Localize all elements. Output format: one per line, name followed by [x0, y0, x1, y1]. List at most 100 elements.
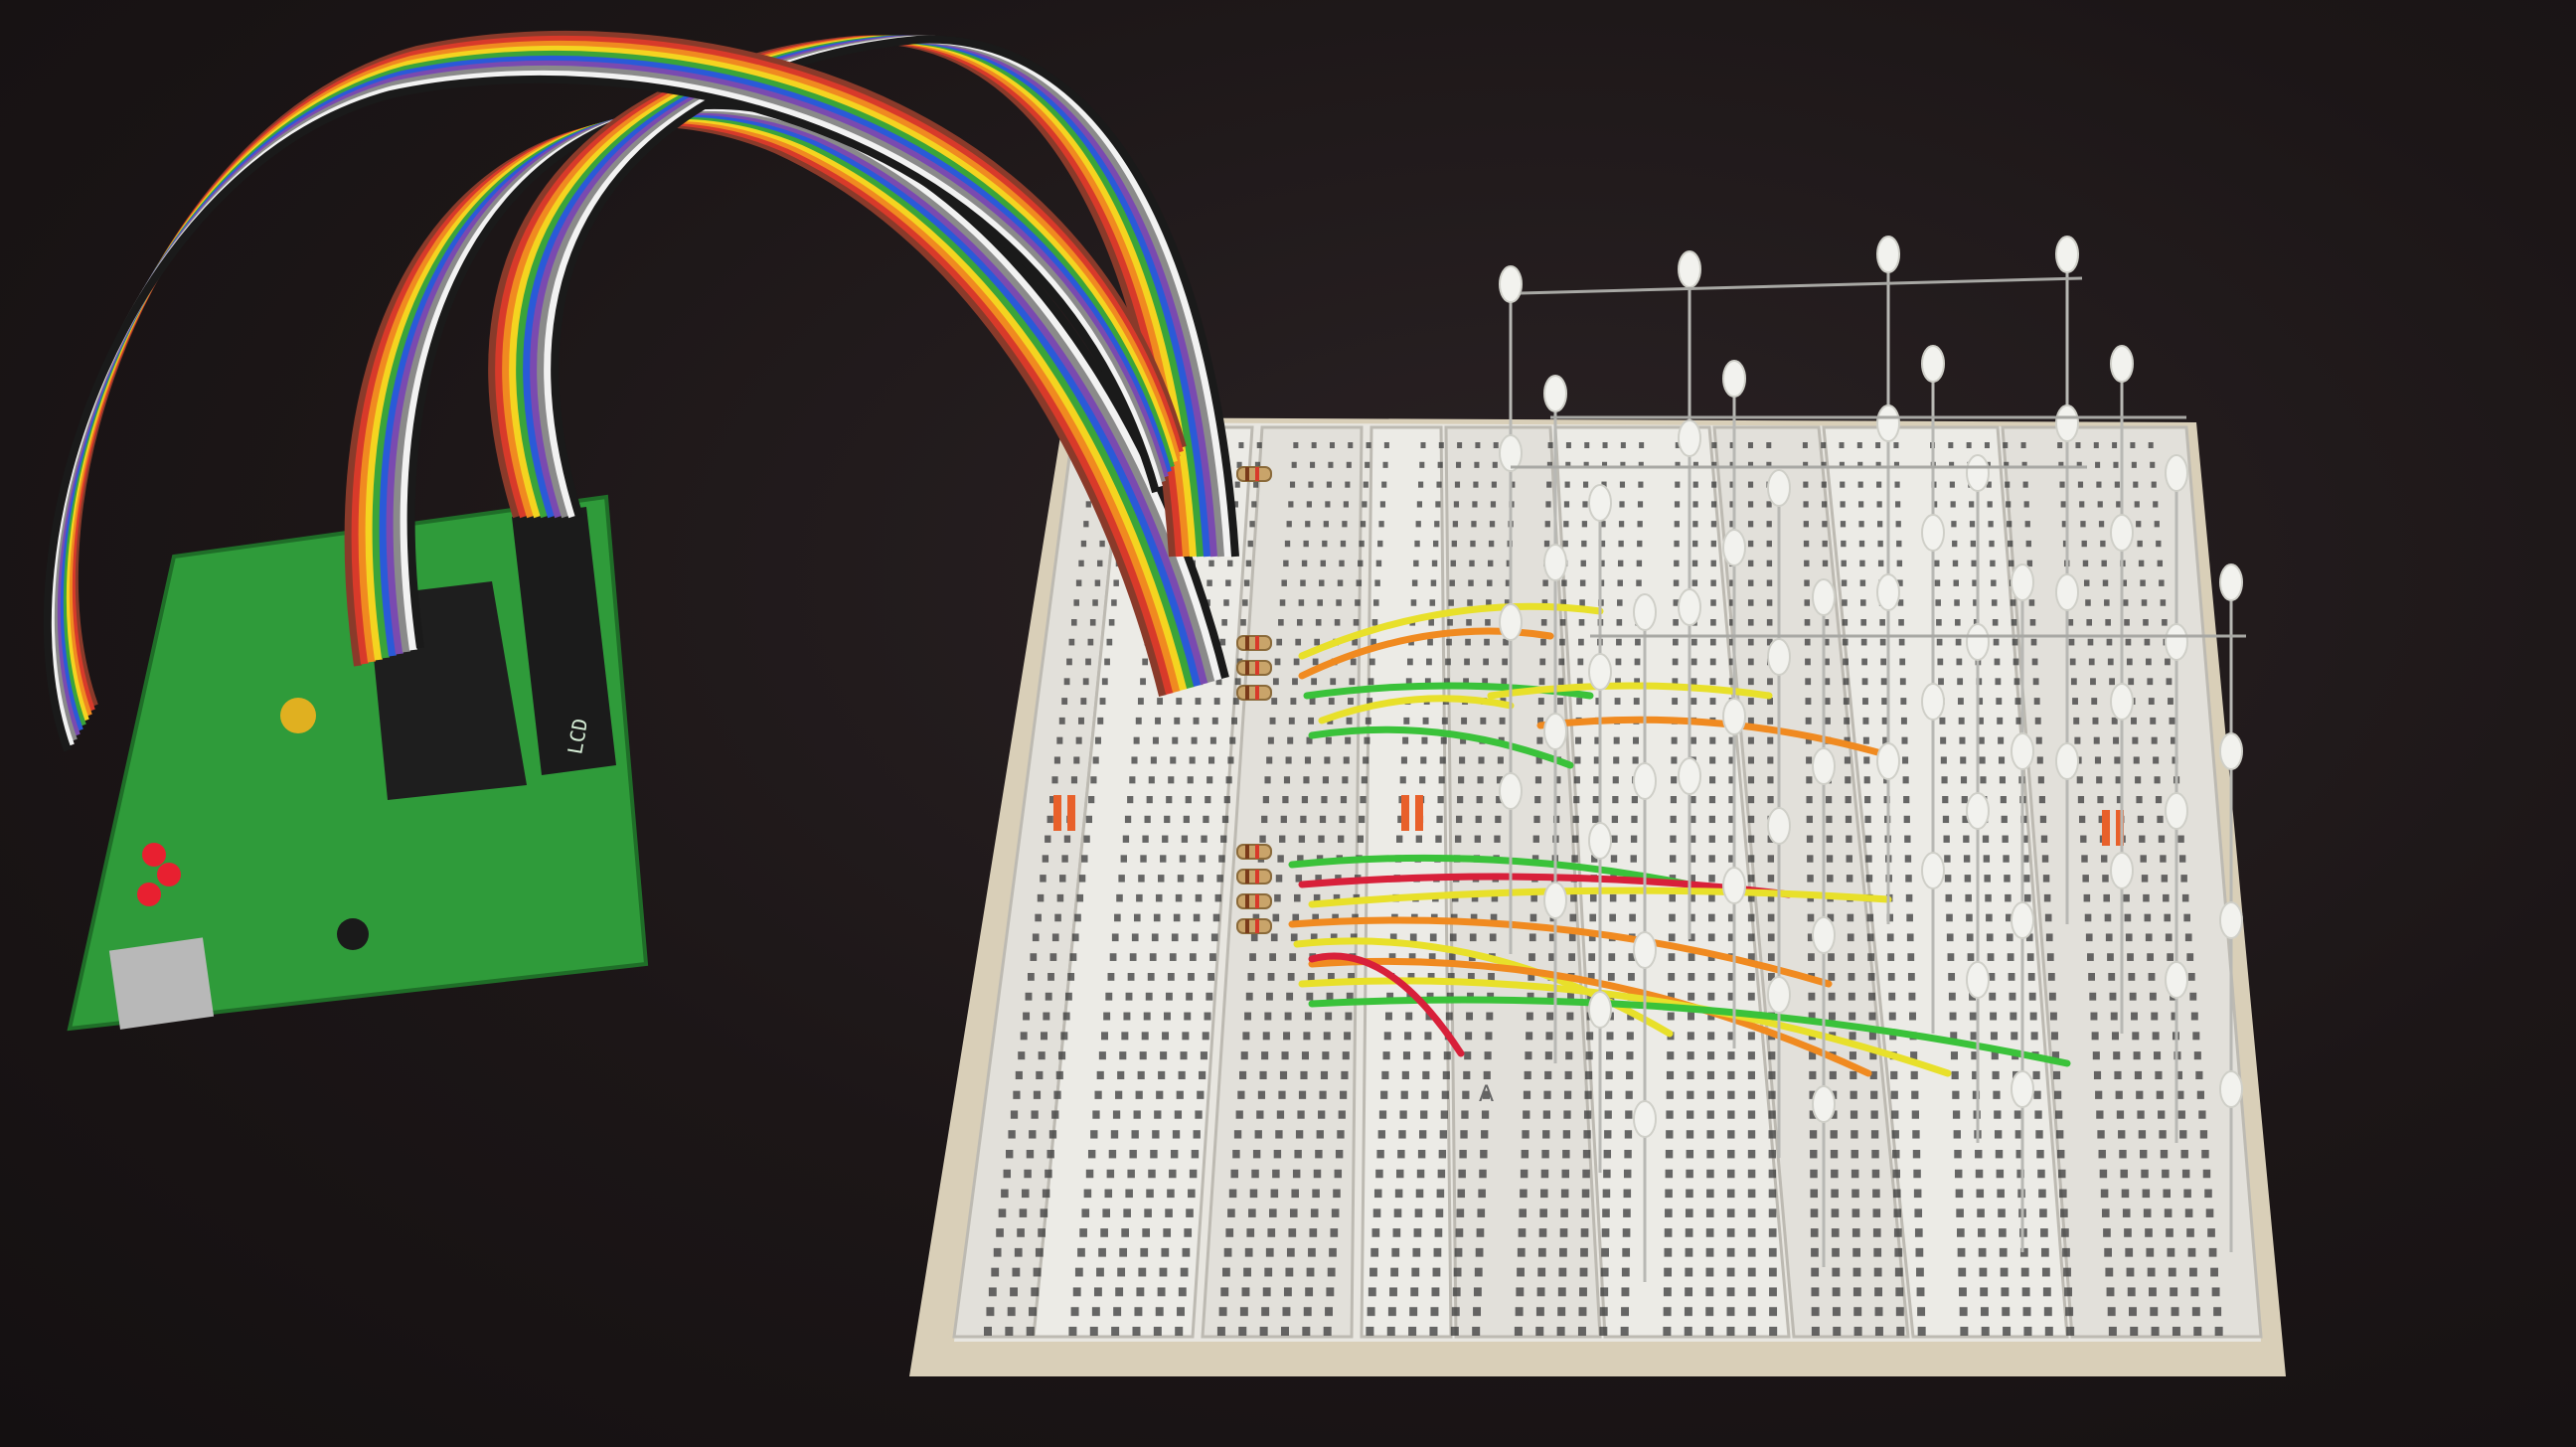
breadboard-hole: [1852, 1287, 1861, 1297]
breadboard-hole: [1195, 1110, 1203, 1119]
breadboard-hole: [1627, 1012, 1635, 1021]
breadboard-hole: [1063, 678, 1070, 686]
breadboard-hole: [1388, 953, 1396, 961]
breadboard-hole: [1117, 1267, 1126, 1277]
breadboard-hole: [1530, 913, 1537, 922]
breadboard-hole: [1673, 579, 1680, 586]
breadboard-hole: [1296, 619, 1303, 626]
breadboard-hole: [1329, 442, 1335, 448]
breadboard-hole: [1346, 992, 1354, 1001]
breadboard-hole: [2204, 1189, 2212, 1199]
breadboard-hole: [1234, 678, 1241, 686]
breadboard-hole: [1459, 756, 1466, 764]
breadboard-hole: [1077, 1247, 1085, 1257]
breadboard-hole: [2026, 953, 2034, 961]
breadboard-hole: [1981, 1327, 1990, 1336]
breadboard-hole: [1909, 1012, 1916, 1021]
breadboard-hole: [1605, 1070, 1613, 1080]
breadboard-hole: [2086, 619, 2093, 626]
breadboard-hole: [1879, 619, 1885, 626]
breadboard-hole: [1475, 442, 1481, 448]
breadboard-hole: [1225, 776, 1232, 784]
breadboard-hole: [1823, 619, 1830, 626]
breadboard-hole: [2010, 1012, 2017, 1021]
breadboard-hole: [1729, 619, 1735, 626]
breadboard-hole: [1352, 638, 1358, 646]
breadboard-hole: [1557, 1307, 1566, 1317]
breadboard-hole: [1406, 992, 1414, 1001]
resistor-band: [1255, 845, 1259, 859]
breadboard-hole: [1386, 1327, 1395, 1336]
breadboard-hole: [1831, 1208, 1840, 1217]
breadboard-hole: [1249, 953, 1256, 961]
breadboard-hole: [1465, 638, 1471, 646]
breadboard-hole: [1056, 893, 1064, 902]
breadboard-hole: [1367, 1307, 1375, 1317]
breadboard-hole: [1189, 1169, 1198, 1179]
breadboard-hole: [2166, 1228, 2174, 1237]
breadboard-hole: [1305, 521, 1311, 528]
breadboard-hole: [1747, 481, 1754, 488]
breadboard-hole: [1727, 1169, 1735, 1179]
breadboard-hole: [1355, 599, 1361, 606]
breadboard-hole: [2201, 1150, 2209, 1159]
breadboard-hole: [1807, 855, 1814, 863]
breadboard-hole: [1106, 1169, 1115, 1179]
breadboard-hole: [1544, 1051, 1552, 1060]
breadboard-hole: [1842, 638, 1849, 646]
breadboard-hole: [1950, 501, 1956, 508]
breadboard-hole: [1067, 973, 1075, 981]
breadboard-hole: [1433, 1247, 1442, 1257]
breadboard-hole: [1179, 855, 1187, 863]
breadboard-hole: [1747, 973, 1755, 981]
breadboard-hole: [1489, 933, 1497, 942]
breadboard-hole: [1310, 461, 1316, 468]
breadboard-hole: [1893, 442, 1899, 448]
resistor: [1236, 660, 1272, 676]
breadboard-hole: [1846, 835, 1852, 843]
breadboard-hole: [1454, 835, 1462, 843]
breadboard-hole: [1905, 875, 1912, 883]
breadboard-hole: [1349, 678, 1356, 686]
breadboard-hole: [1383, 442, 1389, 448]
breadboard-hole: [1348, 973, 1355, 981]
breadboard-hole: [1940, 756, 1947, 764]
breadboard-hole: [2089, 992, 2097, 1001]
breadboard-hole: [1213, 698, 1220, 705]
breadboard-hole: [2179, 1130, 2187, 1139]
breadboard-hole: [1952, 540, 1958, 548]
breadboard-hole: [1332, 913, 1339, 922]
breadboard-hole: [1031, 1110, 1039, 1119]
breadboard-hole: [1302, 1327, 1311, 1336]
breadboard-hole: [1768, 1130, 1776, 1139]
led: [1588, 653, 1612, 691]
breadboard-hole: [2041, 1247, 2049, 1257]
breadboard-hole: [1253, 481, 1259, 488]
breadboard-hole: [1589, 893, 1597, 902]
breadboard-hole: [1960, 776, 1968, 784]
breadboard-hole: [2038, 796, 2045, 804]
breadboard-hole: [1333, 1189, 1341, 1199]
breadboard-hole: [1340, 1090, 1348, 1099]
breadboard-hole: [1576, 698, 1583, 705]
breadboard-hole: [1978, 1247, 1987, 1257]
breadboard-hole: [1203, 815, 1209, 824]
breadboard-hole: [1811, 1307, 1820, 1317]
breadboard-hole: [1747, 461, 1754, 468]
breadboard-hole: [1343, 756, 1350, 764]
breadboard-hole: [1490, 501, 1497, 508]
breadboard-hole: [1806, 815, 1813, 824]
breadboard-hole: [1871, 1150, 1879, 1159]
breadboard-hole: [2091, 1032, 2099, 1041]
breadboard-hole: [1392, 1228, 1401, 1237]
breadboard-hole: [1893, 1208, 1902, 1217]
breadboard-hole: [1294, 1150, 1302, 1159]
breadboard-hole: [1112, 1110, 1121, 1119]
breadboard-hole: [1339, 815, 1346, 824]
breadboard-hole: [2073, 717, 2080, 724]
breadboard-hole: [1160, 855, 1167, 863]
breadboard-hole: [2106, 1287, 2115, 1297]
breadboard-hole: [1560, 1189, 1569, 1199]
breadboard-hole: [1295, 638, 1302, 646]
breadboard-hole: [1246, 1228, 1255, 1237]
